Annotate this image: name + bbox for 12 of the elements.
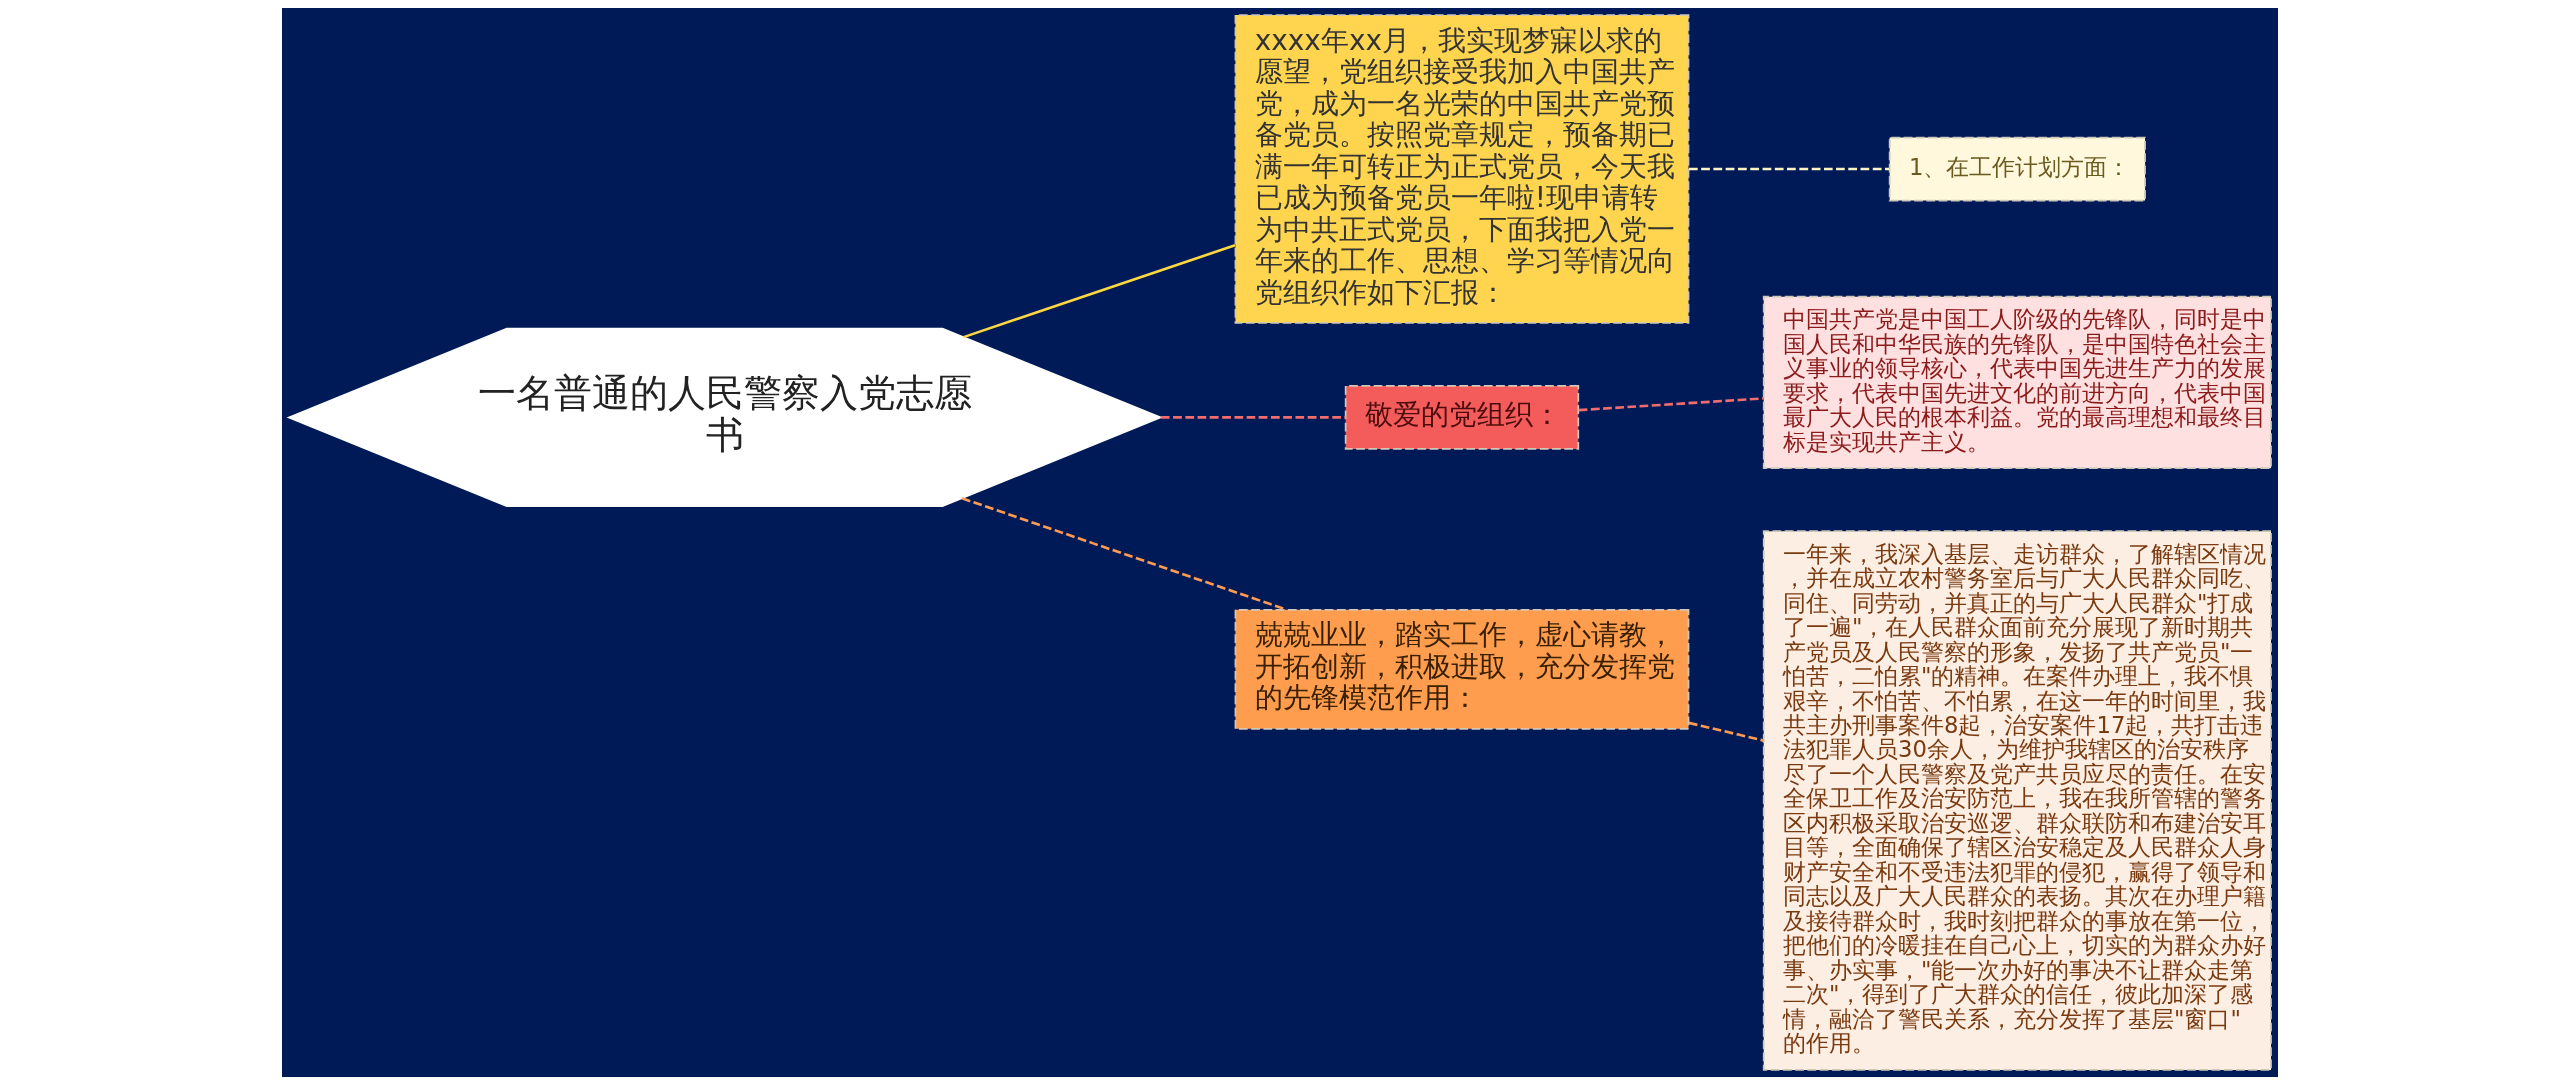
connector	[1578, 397, 1764, 412]
connector	[961, 497, 1287, 611]
node-box: xxxx年xx月，我实现梦寐以求的愿望，党组织接受我加入中国共产党，成为一名光荣的中国共产党预备党员。按照党章规定，预备期已满一年可转正为正式党员，今天我已成为预备党员一年啦!现申请转为中共正式党员，下面我把入党一年来的工作、思想、学习等情况向党组织作如下汇报：	[1234, 14, 1690, 324]
node-box: 敬爱的党组织：	[1344, 385, 1580, 450]
connector	[1689, 167, 1890, 171]
node-box: 中国共产党是中国工人阶级的先锋队，同时是中国人民和中华民族的先锋队，是中国特色社会主义事业的领导核心，代表中国先进生产力的发展要求，代表中国先进文化的前进方向，代表中国最广大人民的根本利益。党的最高理想和最终目标是实现共产主义。	[1762, 295, 2272, 470]
node-box: 兢兢业业，踏实工作，虚心请教，开拓创新，积极进取，充分发挥党的先锋模范作用：	[1234, 608, 1690, 730]
node-box: 1、在工作计划方面：	[1888, 136, 2146, 202]
connector	[1688, 721, 1764, 742]
connector	[1160, 416, 1346, 419]
connector	[963, 244, 1236, 339]
node-box: 一年来，我深入基层、走访群众，了解辖区情况，并在成立农村警务室后与广大人民群众同吃、同住、同劳动，并真正的与广大人民群众"打成了一遍"，在人民群众面前充分展现了新时期共产党员及人民警察的形象，发扬了共产党员"一怕苦，二怕累"的精神。在案件办理上，我不惧艰辛，不怕苦、不怕累，在这一年的时间里，我共主办刑事案件8起，治安案件17起，共打击违法犯罪人员30余人，为维护我辖区的治安秩序尽了一个人民警察及党产共员应尽的责任。在安全保卫工作及治安防范上，我在我所管辖的警务区内积极采取治安巡逻、群众联防和布建治安耳目等，全面确保了辖区治安稳定及人民群众人身财产安全和不受违法犯罪的侵犯，赢得了领导和同志以及广大人民群众的表扬。其次在办理户籍及接待群众时，我时刻把群众的事放在第一位，把他们的冷暖挂在自己心上，切实的为群众办好事、办实事，"能一次办好的事决不让群众走第二次"，得到了广大群众的信任，彼此加深了感情，融洽了警民关系，充分发挥了基层"窗口"的作用。	[1762, 530, 2272, 1071]
